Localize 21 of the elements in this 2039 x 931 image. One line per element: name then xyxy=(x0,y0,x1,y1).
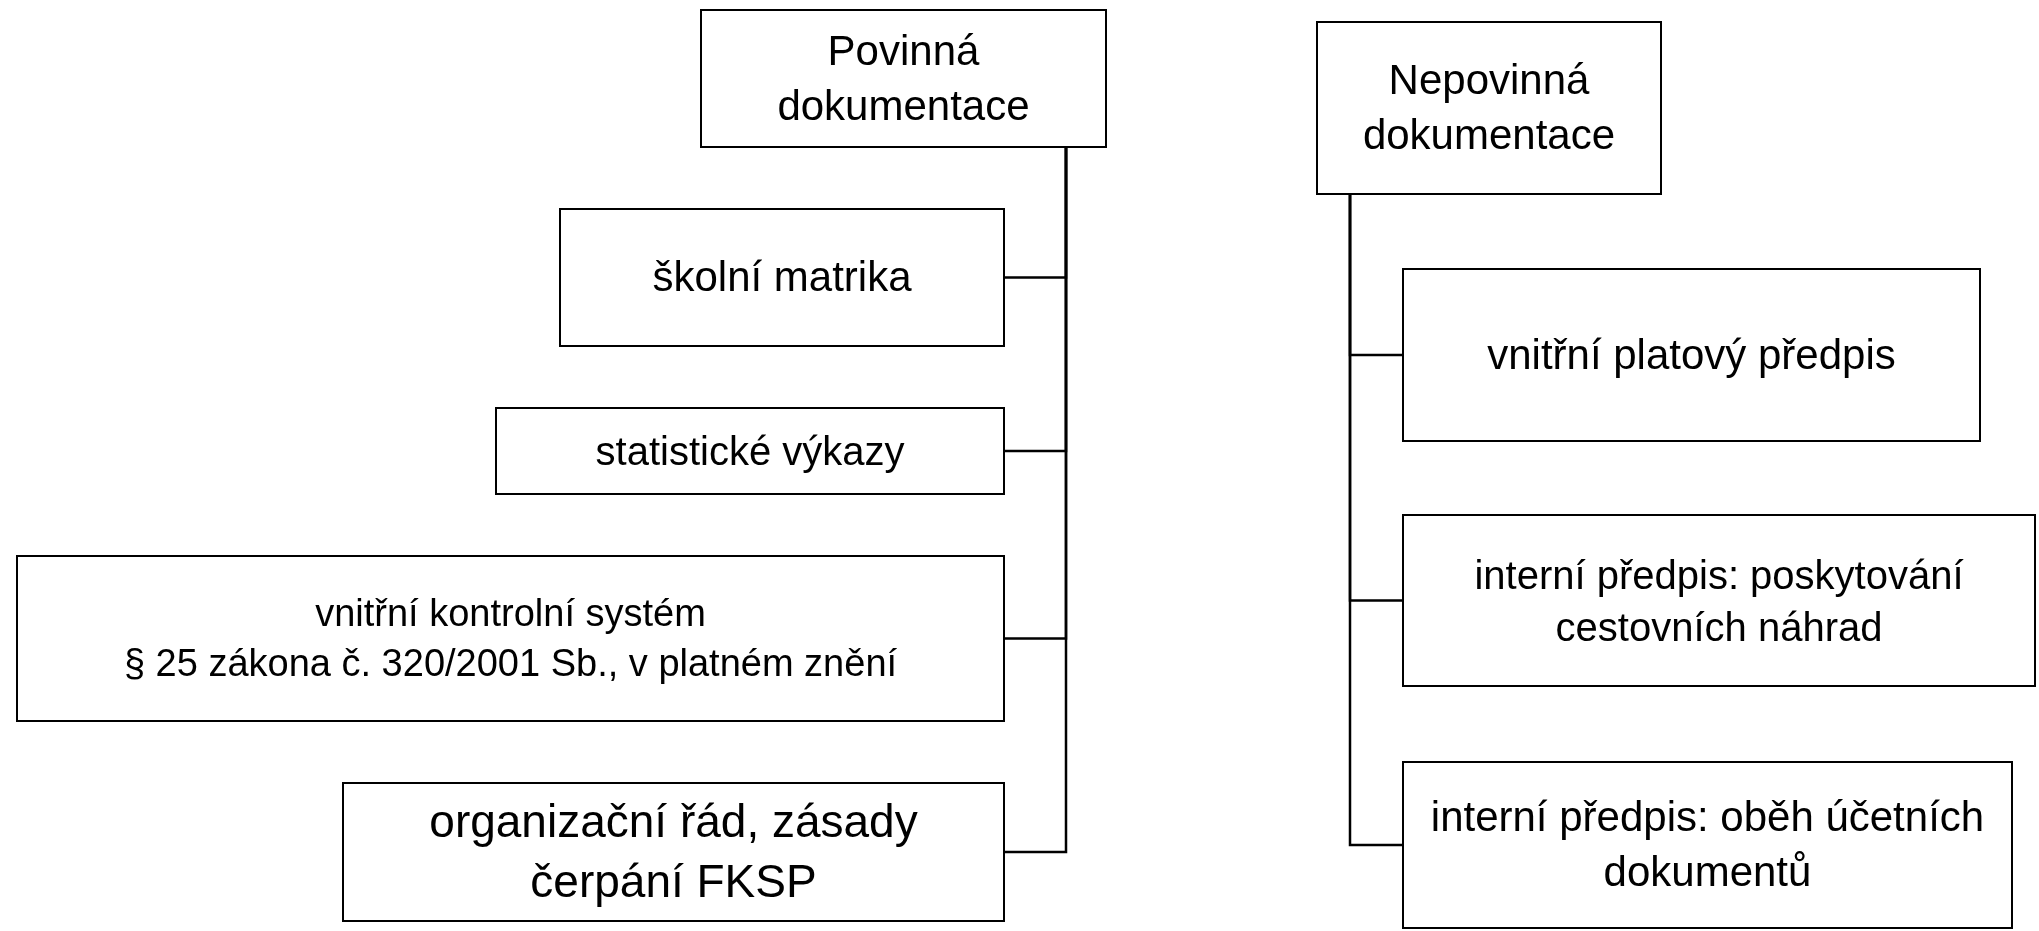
box-text: interní předpis: oběh účetních dokumentů xyxy=(1429,792,1986,897)
box-text: Nepovinná dokumentace xyxy=(1361,55,1617,160)
box-text: § 25 zákona č. 320/2001 Sb., v platném znění xyxy=(123,640,898,686)
text-box xyxy=(1402,514,2036,687)
connector-line xyxy=(1348,195,1402,847)
text-box xyxy=(342,782,1005,922)
box-text: vnitřní kontrolní systém xyxy=(315,591,706,637)
box-text: statistické výkazy xyxy=(595,428,905,475)
text-box xyxy=(16,555,1005,722)
box-text: interní předpis: poskytování cestovních náhrad xyxy=(1473,551,1965,651)
connector-line xyxy=(1005,148,1068,854)
box-text: Povinná dokumentace xyxy=(776,25,1031,131)
text-box xyxy=(1402,761,2013,929)
box-text: školní matrika xyxy=(652,252,912,303)
text-box xyxy=(559,208,1005,347)
text-box xyxy=(700,9,1107,148)
text-box xyxy=(1316,21,1662,195)
text-box xyxy=(1402,268,1981,442)
text-box xyxy=(495,407,1005,495)
box-text: vnitřní platový předpis xyxy=(1487,329,1896,380)
box-text: organizační řád, zásady čerpání FKSP xyxy=(428,794,919,909)
